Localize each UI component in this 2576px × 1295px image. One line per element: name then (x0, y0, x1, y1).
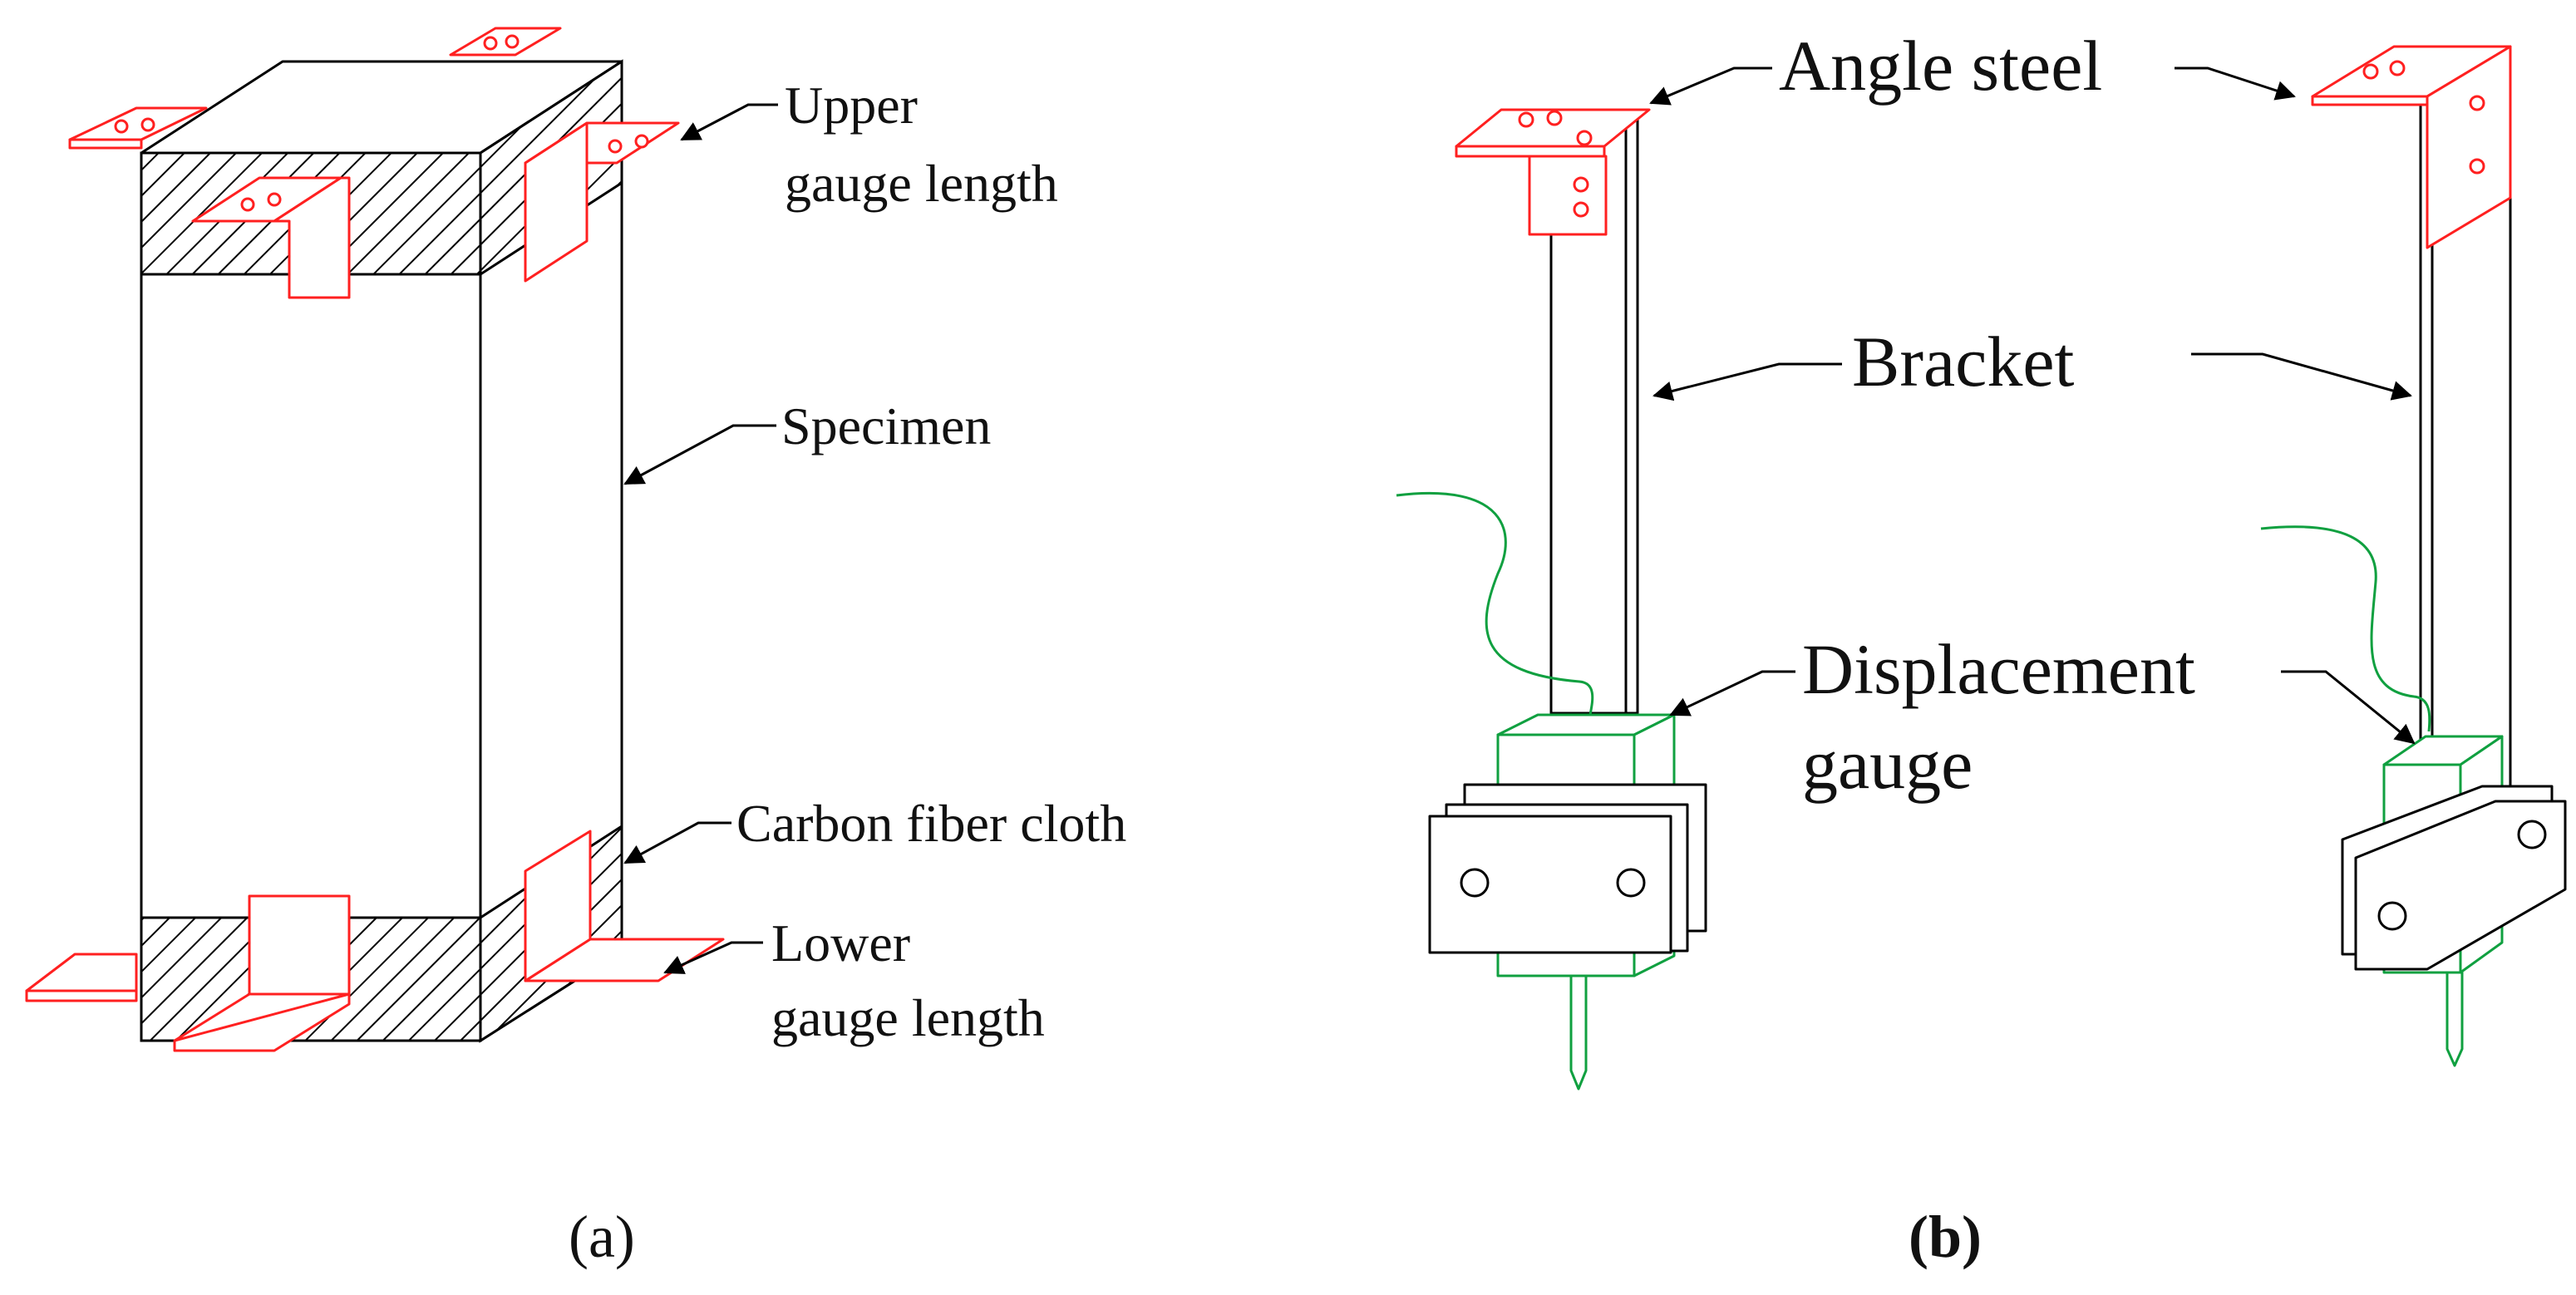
angle-steel-back-left-edge (68, 138, 143, 150)
caption-panel-b: (b) (1909, 1204, 1982, 1270)
lower-angle-side-leg (524, 830, 592, 982)
left-angle-steel-edge (1455, 145, 1606, 158)
label-displacement-line1: Displacement (1802, 629, 2195, 709)
left-gauge-probe (1569, 974, 1588, 1091)
lower-angle-back-left (25, 953, 138, 992)
angle-steel-front-leg (273, 176, 351, 299)
panel-b-left-assembly (1396, 108, 1707, 1091)
label-upper-gauge-line1: Upper (785, 76, 918, 135)
label-lower-gauge-line1: Lower (771, 913, 910, 972)
right-clamp-plate-front (2354, 800, 2567, 971)
caption-panel-a: (a) (569, 1204, 635, 1270)
label-angle-steel: Angle steel (1779, 26, 2102, 106)
right-angle-steel-leg (2426, 45, 2512, 249)
left-clamp-bolt-2 (1616, 868, 1646, 898)
left-angle-steel-leg (1528, 155, 1608, 236)
lower-angle-front-leg (248, 894, 351, 996)
right-clamp-bolt-2 (2517, 820, 2547, 849)
right-gauge-probe (2445, 971, 2464, 1067)
left-bracket-strip-edge (1624, 116, 1639, 715)
specimen-front-face (140, 151, 482, 1042)
label-bracket: Bracket (1852, 322, 2075, 401)
upper-angle-steels (68, 27, 680, 299)
angle-steel-side-leg (524, 121, 589, 283)
lower-angle-front-base-edge (173, 992, 351, 1052)
panel-a-diagram (25, 27, 778, 1052)
panel-b-right-assembly (2260, 45, 2567, 1067)
label-displacement-line2: gauge (1802, 724, 1973, 804)
label-specimen: Specimen (781, 396, 991, 455)
right-clamp-bolt-1 (2377, 901, 2407, 931)
right-bracket-strip (2429, 181, 2512, 833)
label-lower-gauge-line2: gauge length (771, 988, 1045, 1047)
right-gauge-cable (2260, 525, 2431, 732)
label-upper-gauge-line2: gauge length (785, 154, 1058, 213)
left-clamp-bolt-1 (1460, 868, 1490, 898)
lower-angle-back-left-edge (25, 989, 138, 1002)
left-gauge-cable (1396, 491, 1594, 722)
right-angle-steel-edge (2311, 95, 2429, 106)
lower-angle-steels (25, 830, 725, 1052)
label-carbon-fiber-cloth: Carbon fiber cloth (736, 794, 1126, 853)
